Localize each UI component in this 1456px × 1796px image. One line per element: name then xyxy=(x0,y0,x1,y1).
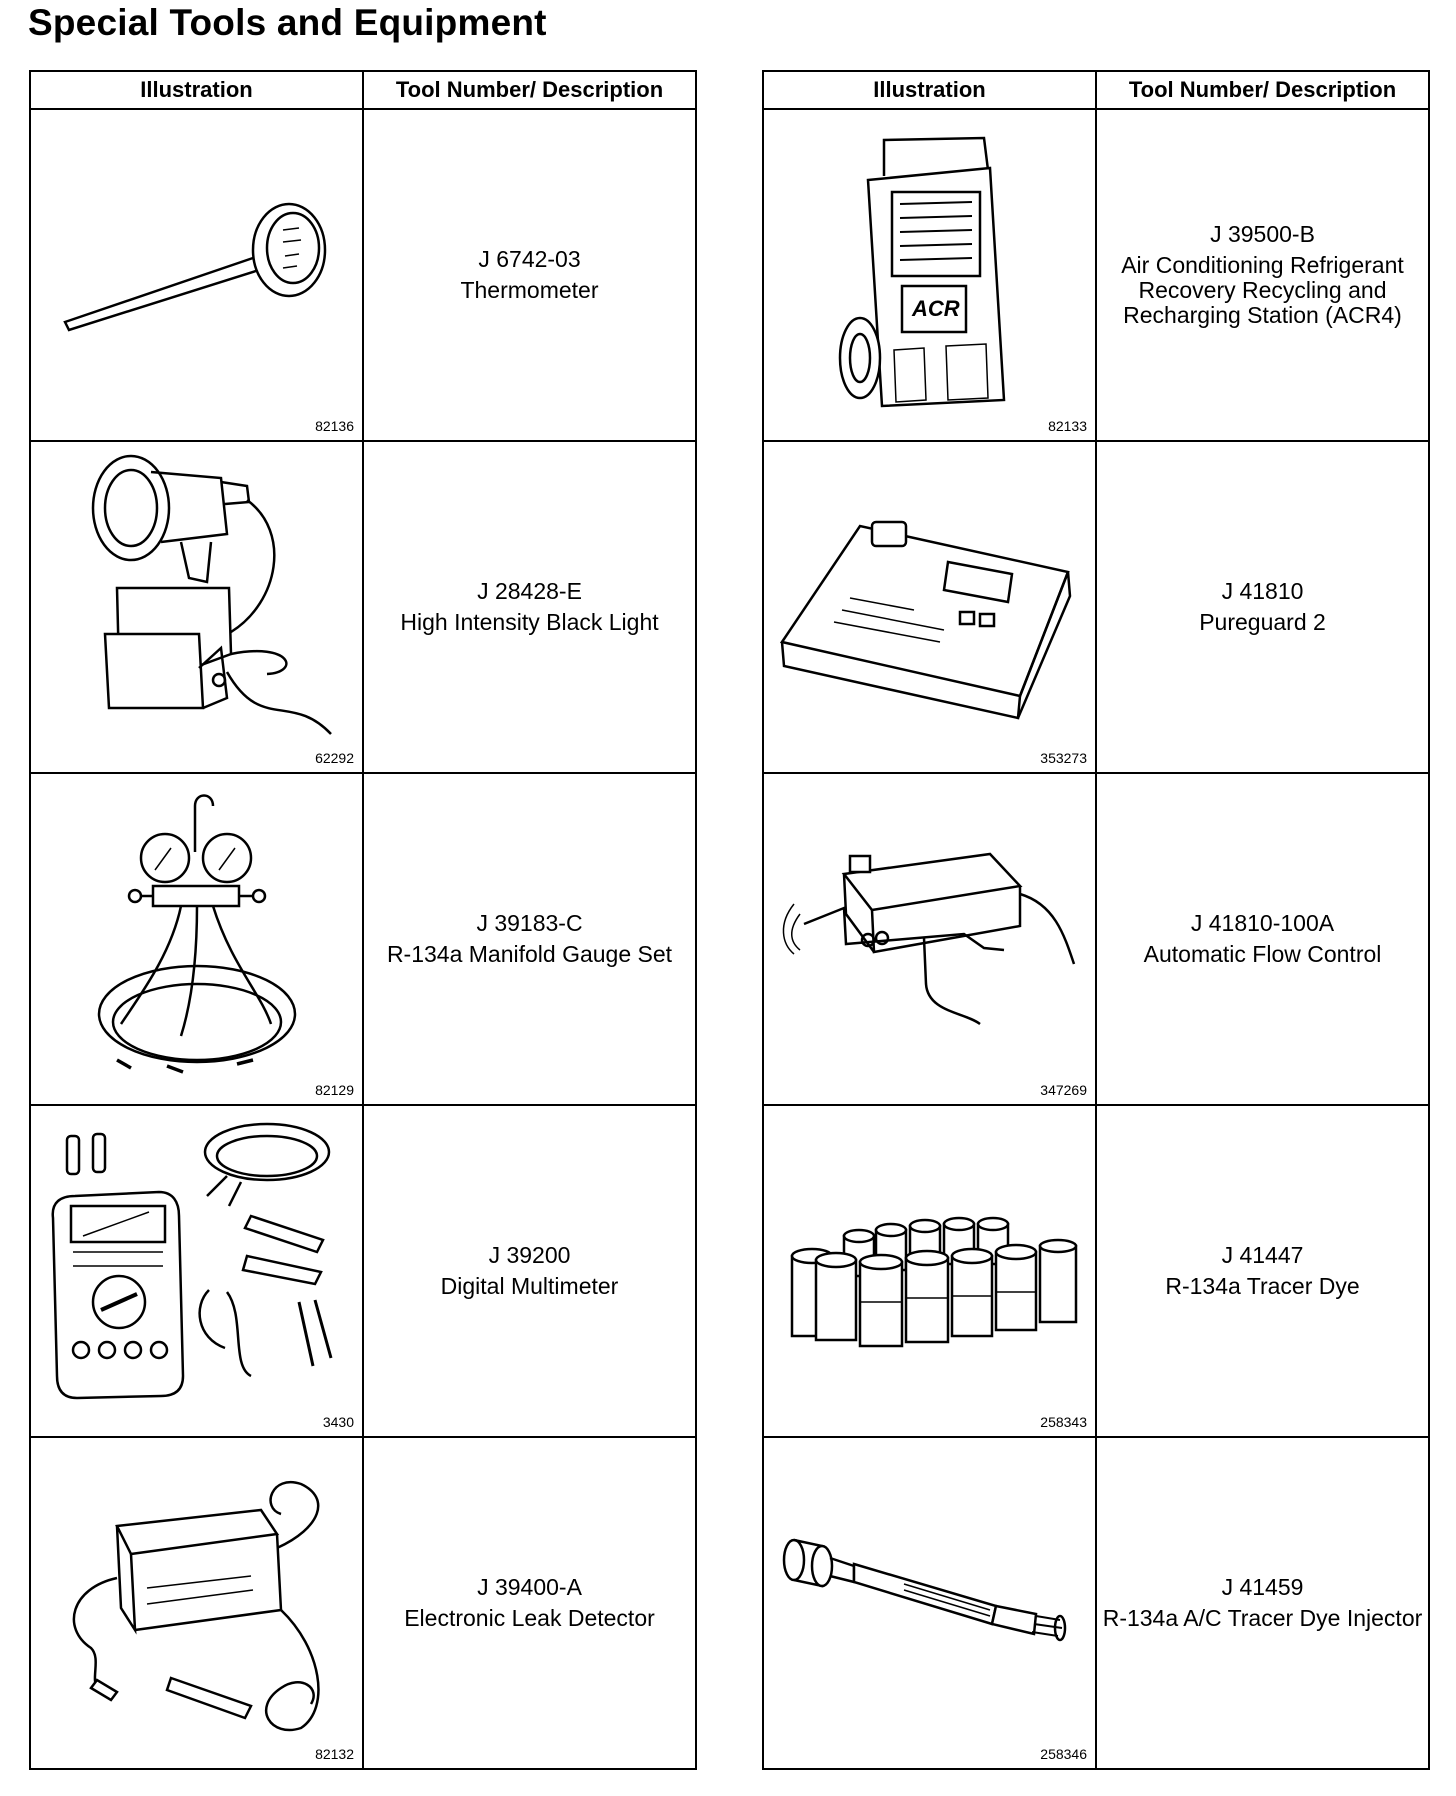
acr-logo-text: ACR xyxy=(911,296,960,321)
tool-number: J 28428-E xyxy=(477,578,582,604)
tool-number: J 6742-03 xyxy=(478,246,581,272)
tool-description-cell: J 41447 R-134a Tracer Dye xyxy=(1095,1104,1430,1438)
tool-number: J 41459 xyxy=(1221,1574,1304,1600)
table-row: 62292 J 28428-E High Intensity Black Lig… xyxy=(29,440,697,774)
table-row: 258346 J 41459 R-134a A/C Tracer Dye Inj… xyxy=(762,1436,1430,1770)
figure-number: 347269 xyxy=(1040,1082,1087,1098)
figure-number: 258343 xyxy=(1040,1414,1087,1430)
tool-description: R-134a A/C Tracer Dye Injector xyxy=(1102,1605,1423,1631)
tool-description-cell: J 39500-B Air Conditioning Refrigerant R… xyxy=(1095,108,1430,442)
tool-description: R-134a Tracer Dye xyxy=(1165,1273,1360,1299)
page-title: Special Tools and Equipment xyxy=(28,2,547,43)
illustration-cell: 258343 xyxy=(762,1104,1097,1438)
tool-number: J 39200 xyxy=(488,1242,571,1268)
header-tool-description: Tool Number/ Description xyxy=(1095,70,1430,110)
tool-description: Pureguard 2 xyxy=(1199,609,1326,635)
table-row: 82136 J 6742-03 Thermometer xyxy=(29,108,697,442)
illustration-cell: 82129 xyxy=(29,772,364,1106)
table-header-row: Illustration Tool Number/ Description xyxy=(29,70,697,110)
figure-number: 62292 xyxy=(315,750,354,766)
tracer-dye-bottles-icon xyxy=(764,1106,1096,1436)
thermometer-icon xyxy=(31,110,363,440)
tool-description-cell: J 41459 R-134a A/C Tracer Dye Injector xyxy=(1095,1436,1430,1770)
tool-description-cell: J 39200 Digital Multimeter xyxy=(362,1104,697,1438)
tool-description-cell: J 41810 Pureguard 2 xyxy=(1095,440,1430,774)
tool-description-cell: J 28428-E High Intensity Black Light xyxy=(362,440,697,774)
tools-table-right: Illustration Tool Number/ Description AC… xyxy=(762,70,1430,1770)
tool-description: Thermometer xyxy=(460,277,599,303)
tool-number: J 39400-A xyxy=(477,1574,582,1600)
manifold-gauge-icon xyxy=(31,774,363,1104)
tool-description-cell: J 39400-A Electronic Leak Detector xyxy=(362,1436,697,1770)
illustration-cell: ACR 82133 xyxy=(762,108,1097,442)
tool-number: J 39183-C xyxy=(476,910,583,936)
tool-number: J 41810-100A xyxy=(1190,910,1335,936)
figure-number: 258346 xyxy=(1040,1746,1087,1762)
acr-station-icon: ACR xyxy=(764,110,1096,440)
illustration-cell: 258346 xyxy=(762,1436,1097,1770)
tool-description: R-134a Manifold Gauge Set xyxy=(386,941,673,967)
dye-injector-icon xyxy=(764,1438,1096,1768)
table-row: 82132 J 39400-A Electronic Leak Detector xyxy=(29,1436,697,1770)
figure-number: 82133 xyxy=(1048,418,1087,434)
table-row: 353273 J 41810 Pureguard 2 xyxy=(762,440,1430,774)
table-row: 82129 J 39183-C R-134a Manifold Gauge Se… xyxy=(29,772,697,1106)
header-tool-description: Tool Number/ Description xyxy=(362,70,697,110)
tool-description: Electronic Leak Detector xyxy=(404,1605,655,1631)
illustration-cell: 62292 xyxy=(29,440,364,774)
tool-number: J 41810 xyxy=(1221,578,1304,604)
illustration-cell: 353273 xyxy=(762,440,1097,774)
tools-table-left: Illustration Tool Number/ Description 82… xyxy=(29,70,697,1770)
illustration-cell: 3430 xyxy=(29,1104,364,1438)
figure-number: 3430 xyxy=(322,1414,354,1430)
figure-number: 82136 xyxy=(315,418,354,434)
tool-number: J 39500-B xyxy=(1210,221,1315,247)
illustration-cell: 82132 xyxy=(29,1436,364,1770)
table-header-row: Illustration Tool Number/ Description xyxy=(762,70,1430,110)
header-illustration: Illustration xyxy=(762,70,1097,110)
multimeter-icon xyxy=(31,1106,363,1436)
tool-number: J 41447 xyxy=(1221,1242,1304,1268)
illustration-cell: 347269 xyxy=(762,772,1097,1106)
table-row: 3430 J 39200 Digital Multimeter xyxy=(29,1104,697,1438)
tool-description: Air Conditioning Refrigerant Recovery Re… xyxy=(1121,252,1404,328)
black-light-icon xyxy=(31,442,363,772)
tool-description: High Intensity Black Light xyxy=(400,609,659,635)
tool-description-cell: J 39183-C R-134a Manifold Gauge Set xyxy=(362,772,697,1106)
tool-description-cell: J 41810-100A Automatic Flow Control xyxy=(1095,772,1430,1106)
header-illustration: Illustration xyxy=(29,70,364,110)
leak-detector-icon xyxy=(31,1438,363,1768)
pureguard-icon xyxy=(764,442,1096,772)
tool-description: Automatic Flow Control xyxy=(1143,941,1382,967)
table-row: ACR 82133 J 39500-B Air Conditioning Ref… xyxy=(762,108,1430,442)
tool-description-cell: J 6742-03 Thermometer xyxy=(362,108,697,442)
figure-number: 82129 xyxy=(315,1082,354,1098)
illustration-cell: 82136 xyxy=(29,108,364,442)
table-row: 347269 J 41810-100A Automatic Flow Contr… xyxy=(762,772,1430,1106)
figure-number: 353273 xyxy=(1040,750,1087,766)
figure-number: 82132 xyxy=(315,1746,354,1762)
tool-description: Digital Multimeter xyxy=(440,1273,619,1299)
table-row: 258343 J 41447 R-134a Tracer Dye xyxy=(762,1104,1430,1438)
flow-control-icon xyxy=(764,774,1096,1104)
